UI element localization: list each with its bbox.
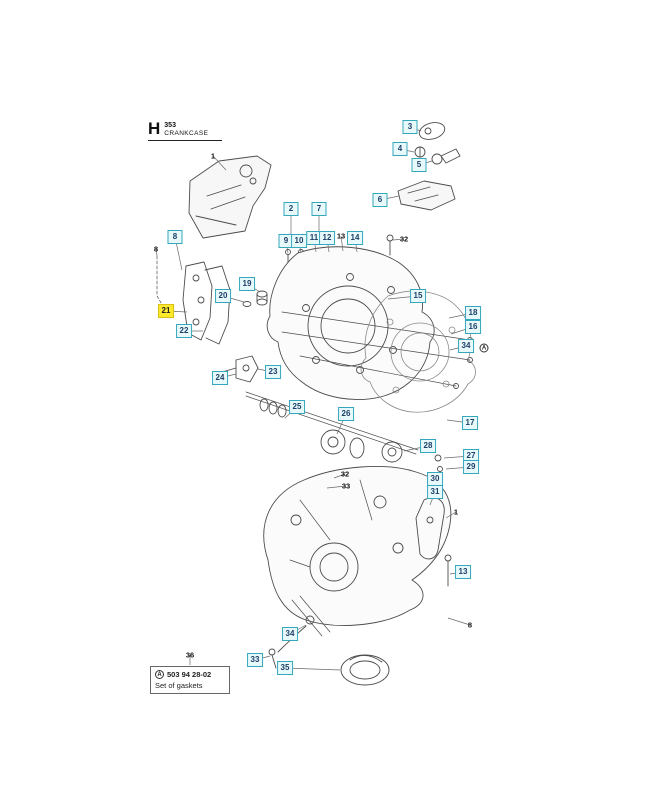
part-callout-13: 13	[336, 231, 346, 241]
part-callout-34[interactable]: 34	[282, 627, 298, 641]
part-callout-34[interactable]: 34	[458, 339, 474, 353]
part-callout-35[interactable]: 35	[277, 661, 293, 675]
gasket-description: Set of gaskets	[155, 681, 203, 690]
part-callout-17[interactable]: 17	[462, 416, 478, 430]
part-callout-22[interactable]: 22	[176, 324, 192, 338]
part-callout-23[interactable]: 23	[265, 365, 281, 379]
part-callout-21[interactable]: 21	[158, 304, 174, 318]
part-callout-36: 36	[185, 650, 195, 660]
part-callout-33[interactable]: 33	[247, 653, 263, 667]
part-callout-20[interactable]: 20	[215, 289, 231, 303]
part-callout-8[interactable]: 8	[167, 230, 183, 244]
part-callout-7[interactable]: 7	[311, 202, 327, 216]
part-callout-26[interactable]: 26	[338, 407, 354, 421]
part-callout-25[interactable]: 25	[289, 400, 305, 414]
part-callout-1: 1	[210, 151, 216, 161]
diagram-header: H 353 CRANKCASE	[148, 119, 222, 141]
part-callout-30[interactable]: 30	[427, 472, 443, 486]
part-callout-8: 8	[153, 244, 159, 254]
part-callout-19[interactable]: 19	[239, 277, 255, 291]
part-callout-18[interactable]: 18	[465, 306, 481, 320]
section-letter: H	[148, 119, 161, 138]
part-callout-2[interactable]: 2	[283, 202, 299, 216]
gasket-part-number: 503 94 28-02	[167, 670, 212, 679]
part-callout-14[interactable]: 14	[347, 231, 363, 245]
part-callout-13[interactable]: 13	[455, 565, 471, 579]
part-callout-3[interactable]: 3	[402, 120, 418, 134]
part-callout-29[interactable]: 29	[463, 460, 479, 474]
part-callout-8: 8	[467, 620, 473, 630]
part-callout-16[interactable]: 16	[465, 320, 481, 334]
part-callout-15[interactable]: 15	[410, 289, 426, 303]
part-callout-32: 32	[399, 234, 409, 244]
circle-a-marker-icon: A	[479, 343, 489, 353]
part-callout-24[interactable]: 24	[212, 371, 228, 385]
page-title: CRANKCASE	[164, 130, 209, 137]
part-callout-33: 33	[341, 481, 351, 491]
part-callout-1: 1	[453, 507, 459, 517]
part-callout-12[interactable]: 12	[319, 231, 335, 245]
gasket-set-box[interactable]: A 503 94 28-02 Set of gaskets	[150, 666, 230, 694]
part-callout-10[interactable]: 10	[291, 234, 307, 248]
part-callout-32: 32	[340, 469, 350, 479]
part-callout-5[interactable]: 5	[411, 158, 427, 172]
part-callout-28[interactable]: 28	[420, 439, 436, 453]
part-callout-31[interactable]: 31	[427, 485, 443, 499]
part-callout-4[interactable]: 4	[392, 142, 408, 156]
part-callout-6[interactable]: 6	[372, 193, 388, 207]
circle-a-icon: A	[155, 670, 164, 679]
section-number: 353	[164, 122, 176, 129]
